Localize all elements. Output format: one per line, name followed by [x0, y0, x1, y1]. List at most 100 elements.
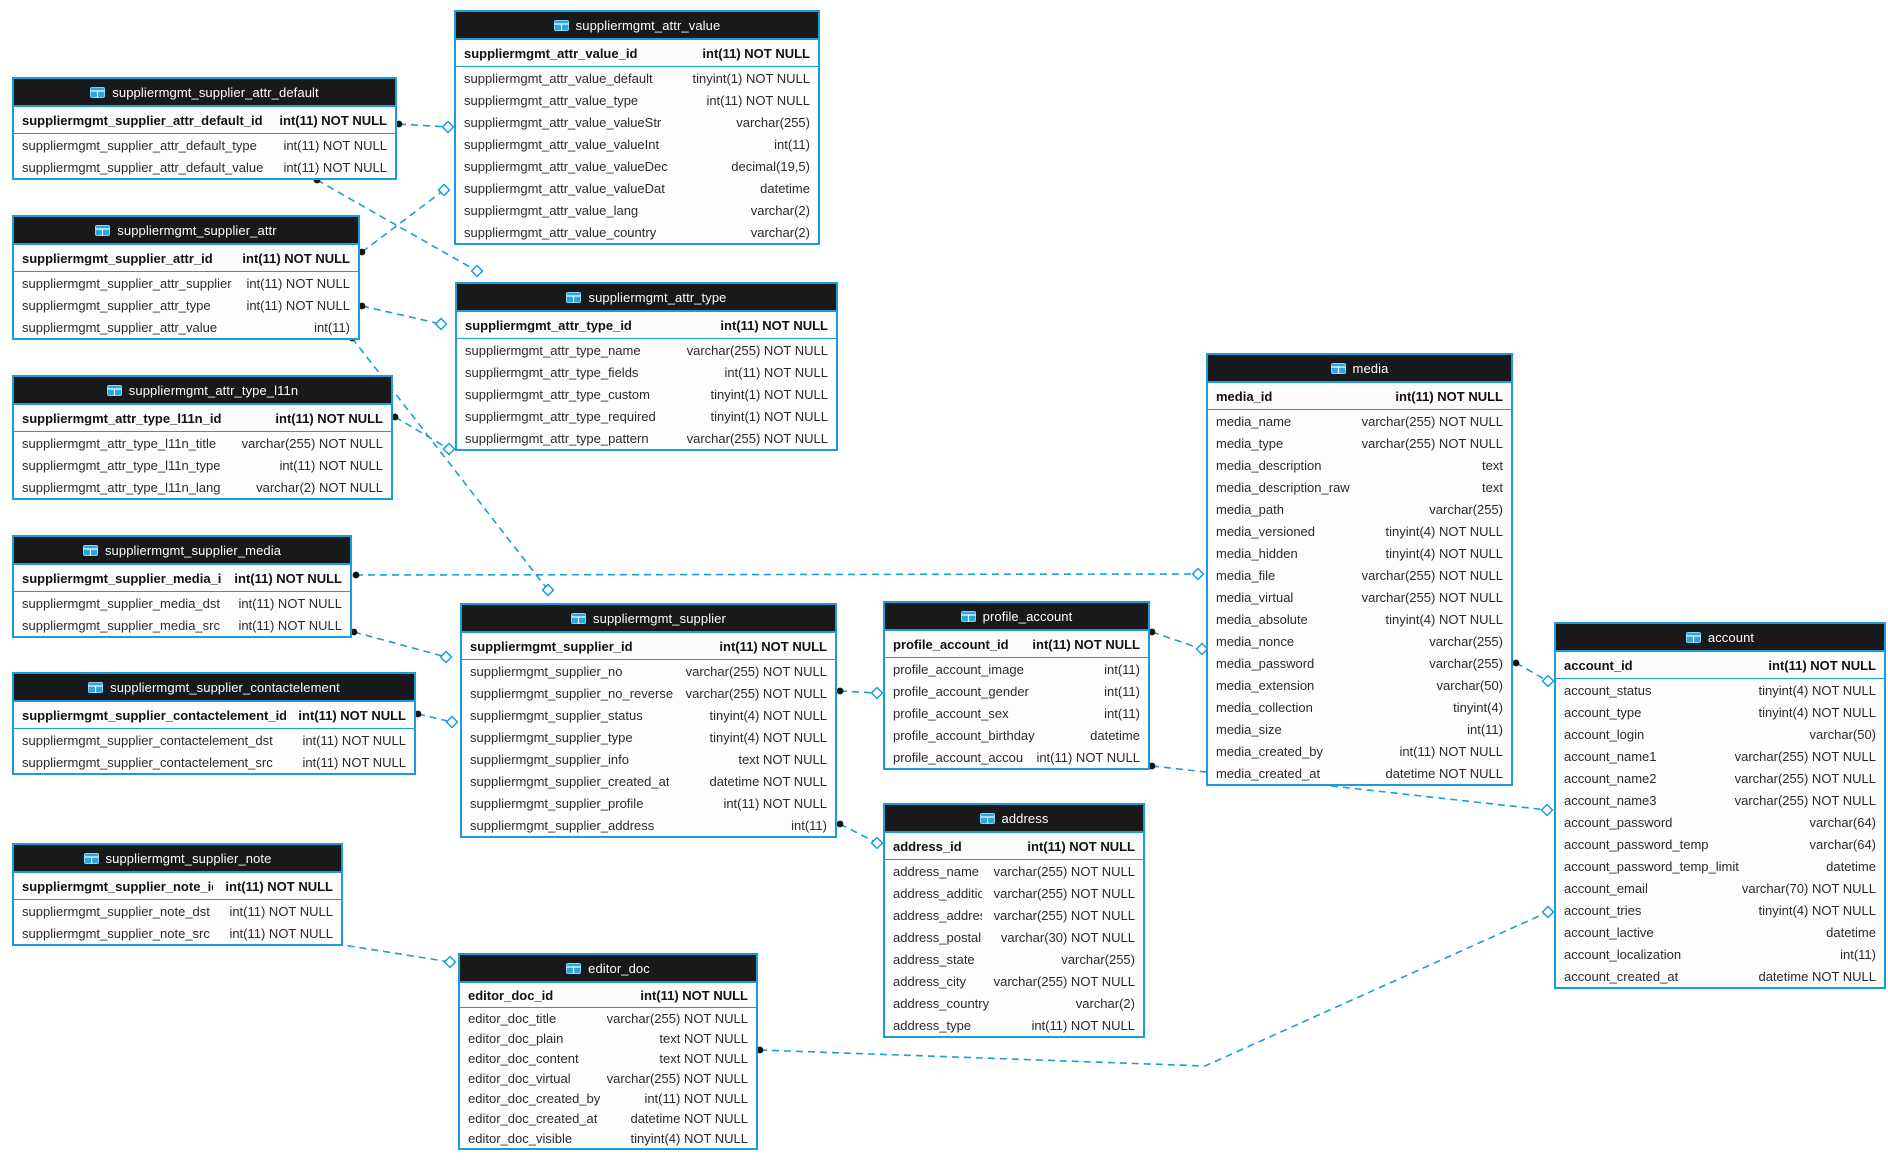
column-name: suppliermgmt_supplier_attr_default_id — [22, 112, 263, 128]
column-name: suppliermgmt_attr_type_l11n_title — [22, 435, 217, 451]
column-type: int(11) NOT NULL — [719, 638, 827, 654]
column-type: int(11) NOT NULL — [1032, 636, 1140, 652]
column-name: address_city — [893, 973, 966, 989]
column-name: suppliermgmt_supplier_attr_default_value — [22, 159, 264, 175]
table-icon — [1685, 631, 1701, 643]
table-suppliermgmt_supplier_attr[interactable]: suppliermgmt_supplier_attr suppliermgmt_s… — [12, 215, 360, 340]
table-suppliermgmt_supplier[interactable]: suppliermgmt_supplier suppliermgmt_suppli… — [460, 603, 837, 838]
table-icon — [1330, 362, 1346, 374]
table-titlebar[interactable]: suppliermgmt_supplier_note — [14, 845, 341, 873]
table-title: suppliermgmt_supplier_contactelement — [110, 679, 340, 695]
table-titlebar[interactable]: suppliermgmt_attr_type — [457, 284, 836, 312]
table-titlebar[interactable]: suppliermgmt_supplier_media — [14, 537, 350, 565]
column-type: varchar(255) NOT NULL — [1361, 567, 1503, 583]
table-titlebar[interactable]: suppliermgmt_supplier_attr — [14, 217, 358, 245]
column-name: profile_account_id — [893, 636, 1009, 652]
column-type: int(11) NOT NULL — [1399, 743, 1503, 759]
column-type: varchar(255) — [1429, 501, 1503, 517]
relationship-suppliermgmt_supplier_media-to-suppliermgmt_supplier[interactable] — [350, 628, 453, 664]
column-type: tinyint(4) NOT NULL — [1385, 523, 1503, 539]
column-name: address_postal — [893, 929, 982, 945]
column-name: address_addition — [893, 885, 982, 901]
table-suppliermgmt_supplier_note[interactable]: suppliermgmt_supplier_note suppliermgmt_s… — [12, 843, 343, 946]
relationship-suppliermgmt_attr_type_l11n-to-suppliermgmt_attr_type[interactable] — [391, 413, 456, 456]
column-type: int(11) NOT NULL — [283, 159, 387, 175]
column-type: int(11) NOT NULL — [1036, 749, 1140, 765]
table-titlebar[interactable]: address — [885, 805, 1143, 833]
table-profile_account[interactable]: profile_account profile_account_id int(11)… — [883, 601, 1150, 770]
table-titlebar[interactable]: suppliermgmt_supplier — [462, 605, 835, 633]
column-type: tinyint(4) NOT NULL — [1385, 611, 1503, 627]
column-type: int(11) NOT NULL — [1395, 388, 1503, 404]
column-name: media_hidden — [1216, 545, 1298, 561]
table-titlebar[interactable]: media — [1208, 355, 1511, 383]
column-type: varchar(255) NOT NULL — [606, 1070, 748, 1086]
column-type: varchar(2) — [750, 224, 810, 240]
relationship-suppliermgmt_supplier_attr-to-suppliermgmt_attr_type[interactable] — [358, 302, 448, 331]
connector-dot-endpoint — [391, 413, 399, 421]
table-suppliermgmt_attr_type[interactable]: suppliermgmt_attr_type suppliermgmt_attr_… — [455, 282, 838, 451]
column-name: suppliermgmt_attr_type_fields — [465, 364, 639, 380]
connector-diamond-endpoint — [442, 442, 456, 456]
column-type: varchar(50) — [1809, 726, 1876, 742]
column-type: datetime NOT NULL — [1758, 968, 1876, 984]
column-type: int(11) — [791, 817, 827, 833]
column-type: varchar(255) NOT NULL — [686, 342, 828, 358]
column-name: media_password — [1216, 655, 1315, 671]
column-name: profile_account_gender — [893, 683, 1029, 699]
connector-diamond-endpoint — [443, 955, 457, 969]
table-titlebar[interactable]: suppliermgmt_attr_value — [456, 12, 818, 40]
connector-diamond-endpoint — [434, 317, 448, 331]
column-row: account_login varchar(50) — [1556, 723, 1884, 745]
relationship-suppliermgmt_supplier-to-address[interactable] — [836, 820, 884, 850]
table-titlebar[interactable]: editor_doc — [460, 955, 756, 983]
connector-dot-endpoint — [1148, 762, 1156, 770]
table-titlebar[interactable]: suppliermgmt_attr_type_l11n — [14, 377, 391, 405]
column-name: account_login — [1564, 726, 1645, 742]
column-type: int(11) NOT NULL — [302, 754, 406, 770]
column-name: suppliermgmt_supplier_attr_type — [22, 297, 211, 313]
table-titlebar[interactable]: profile_account — [885, 603, 1148, 631]
column-name: media_created_by — [1216, 743, 1323, 759]
table-titlebar[interactable]: suppliermgmt_supplier_attr_default — [14, 79, 395, 107]
table-titlebar[interactable]: suppliermgmt_supplier_contactelement — [14, 674, 414, 702]
table-suppliermgmt_attr_type_l11n[interactable]: suppliermgmt_attr_type_l11n suppliermgmt_… — [12, 375, 393, 500]
table-title: suppliermgmt_supplier_media — [104, 542, 282, 558]
relationship-media-to-account[interactable] — [1512, 659, 1555, 688]
table-titlebar[interactable]: account — [1556, 624, 1884, 652]
relationship-suppliermgmt_supplier_attr_default-to-suppliermgmt_attr_value[interactable] — [395, 120, 455, 134]
column-name: suppliermgmt_attr_value_valueDec — [464, 158, 668, 174]
relationship-suppliermgmt_supplier-to-profile_account[interactable] — [836, 686, 884, 700]
table-suppliermgmt_attr_value[interactable]: suppliermgmt_attr_value suppliermgmt_attr… — [454, 10, 820, 245]
column-type: int(11) NOT NULL — [238, 595, 342, 611]
column-type: int(11) NOT NULL — [723, 795, 827, 811]
relationship-suppliermgmt_supplier_media-to-media[interactable] — [352, 567, 1205, 581]
relationship-editor_doc-to-account[interactable] — [756, 905, 1555, 1067]
relationship-suppliermgmt_supplier_attr-to-suppliermgmt_attr_value[interactable] — [358, 183, 451, 256]
column-type: text NOT NULL — [738, 751, 827, 767]
column-type: varchar(255) NOT NULL — [993, 863, 1135, 879]
column-name: account_status — [1564, 682, 1652, 698]
relationship-suppliermgmt_supplier_contactelement-to-suppliermgmt_supplier[interactable] — [414, 710, 459, 729]
relationship-profile_account-to-media[interactable] — [1148, 628, 1209, 656]
column-name: suppliermgmt_supplier_profile — [470, 795, 644, 811]
connector-diamond-endpoint — [541, 583, 555, 597]
